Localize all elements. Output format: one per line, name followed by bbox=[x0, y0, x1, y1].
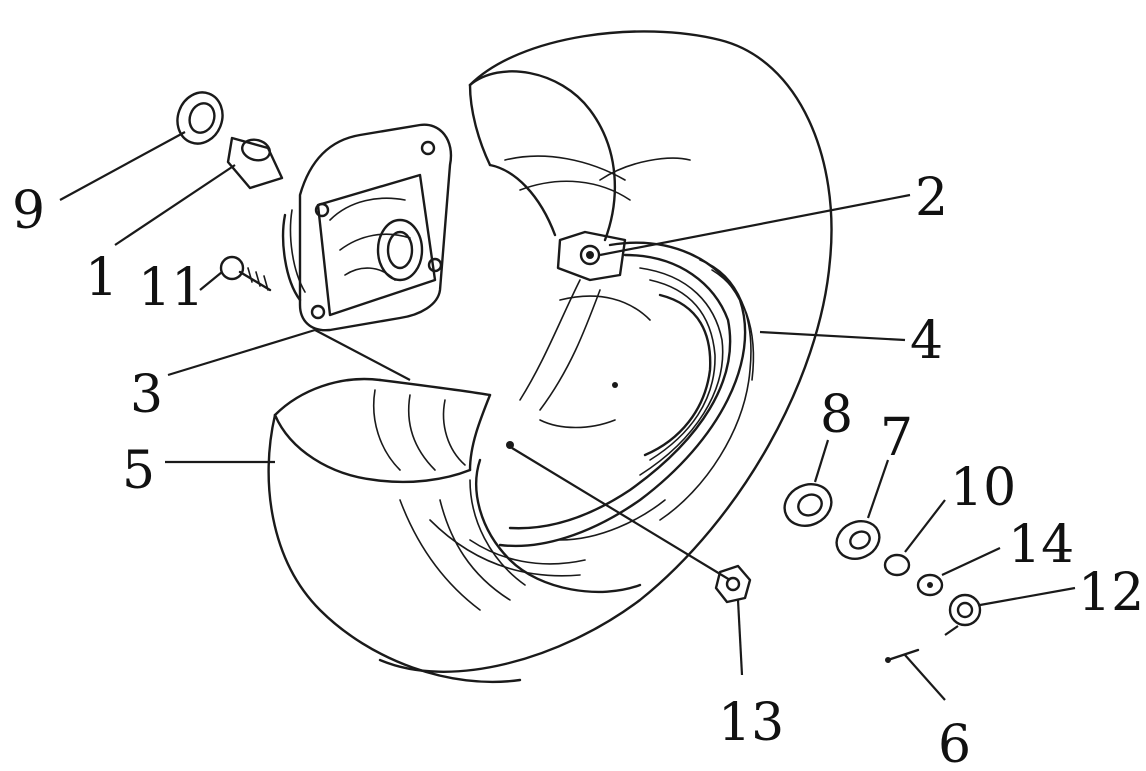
callout-14: 14 bbox=[1008, 515, 1074, 575]
leader-13b bbox=[736, 599, 744, 676]
bolt-part-11 bbox=[219, 255, 272, 292]
leader-2 bbox=[599, 193, 911, 257]
nut-part-13 bbox=[714, 564, 752, 604]
leader-6a bbox=[904, 654, 946, 701]
hub-backing-plate bbox=[282, 123, 453, 332]
callout-11: 11 bbox=[138, 258, 204, 318]
spacer-part-1 bbox=[226, 136, 284, 190]
callout-8: 8 bbox=[820, 385, 853, 445]
callout-labels: 9 1 11 3 5 2 4 8 7 10 14 12 13 6 bbox=[12, 168, 1144, 771]
callout-4: 4 bbox=[910, 311, 943, 371]
leader-14 bbox=[941, 547, 1001, 576]
washer-part-10 bbox=[883, 553, 911, 577]
callout-5: 5 bbox=[122, 441, 155, 501]
bearing-part-8 bbox=[783, 483, 833, 527]
bearing-part-7 bbox=[835, 520, 881, 560]
leader-6b bbox=[944, 625, 959, 636]
callout-2: 2 bbox=[915, 168, 948, 228]
leader-11 bbox=[199, 271, 223, 291]
callout-3: 3 bbox=[130, 365, 163, 425]
leader-lines bbox=[59, 131, 1076, 701]
leader-9 bbox=[59, 131, 186, 201]
nut-part-12 bbox=[948, 593, 982, 627]
leader-8 bbox=[813, 439, 830, 483]
leader-1 bbox=[114, 164, 236, 246]
leader-4 bbox=[759, 330, 906, 342]
callout-9: 9 bbox=[12, 181, 45, 241]
leader-3b bbox=[314, 329, 411, 381]
callout-13: 13 bbox=[718, 693, 784, 753]
leader-10 bbox=[904, 499, 946, 553]
leader-3a bbox=[167, 328, 316, 377]
cotter-pin-part-6 bbox=[885, 648, 920, 663]
leader-7 bbox=[866, 459, 890, 519]
callout-10: 10 bbox=[950, 458, 1016, 518]
callout-12: 12 bbox=[1078, 563, 1144, 623]
tire-left-half bbox=[267, 377, 642, 684]
leader-12 bbox=[979, 586, 1076, 607]
callout-1: 1 bbox=[85, 248, 118, 308]
washer-part-14 bbox=[916, 573, 944, 597]
seal-part-9 bbox=[176, 91, 224, 145]
tire-right-half bbox=[378, 30, 833, 673]
callout-7: 7 bbox=[880, 408, 913, 468]
leader-13a bbox=[511, 447, 731, 581]
callout-6: 6 bbox=[938, 715, 971, 771]
